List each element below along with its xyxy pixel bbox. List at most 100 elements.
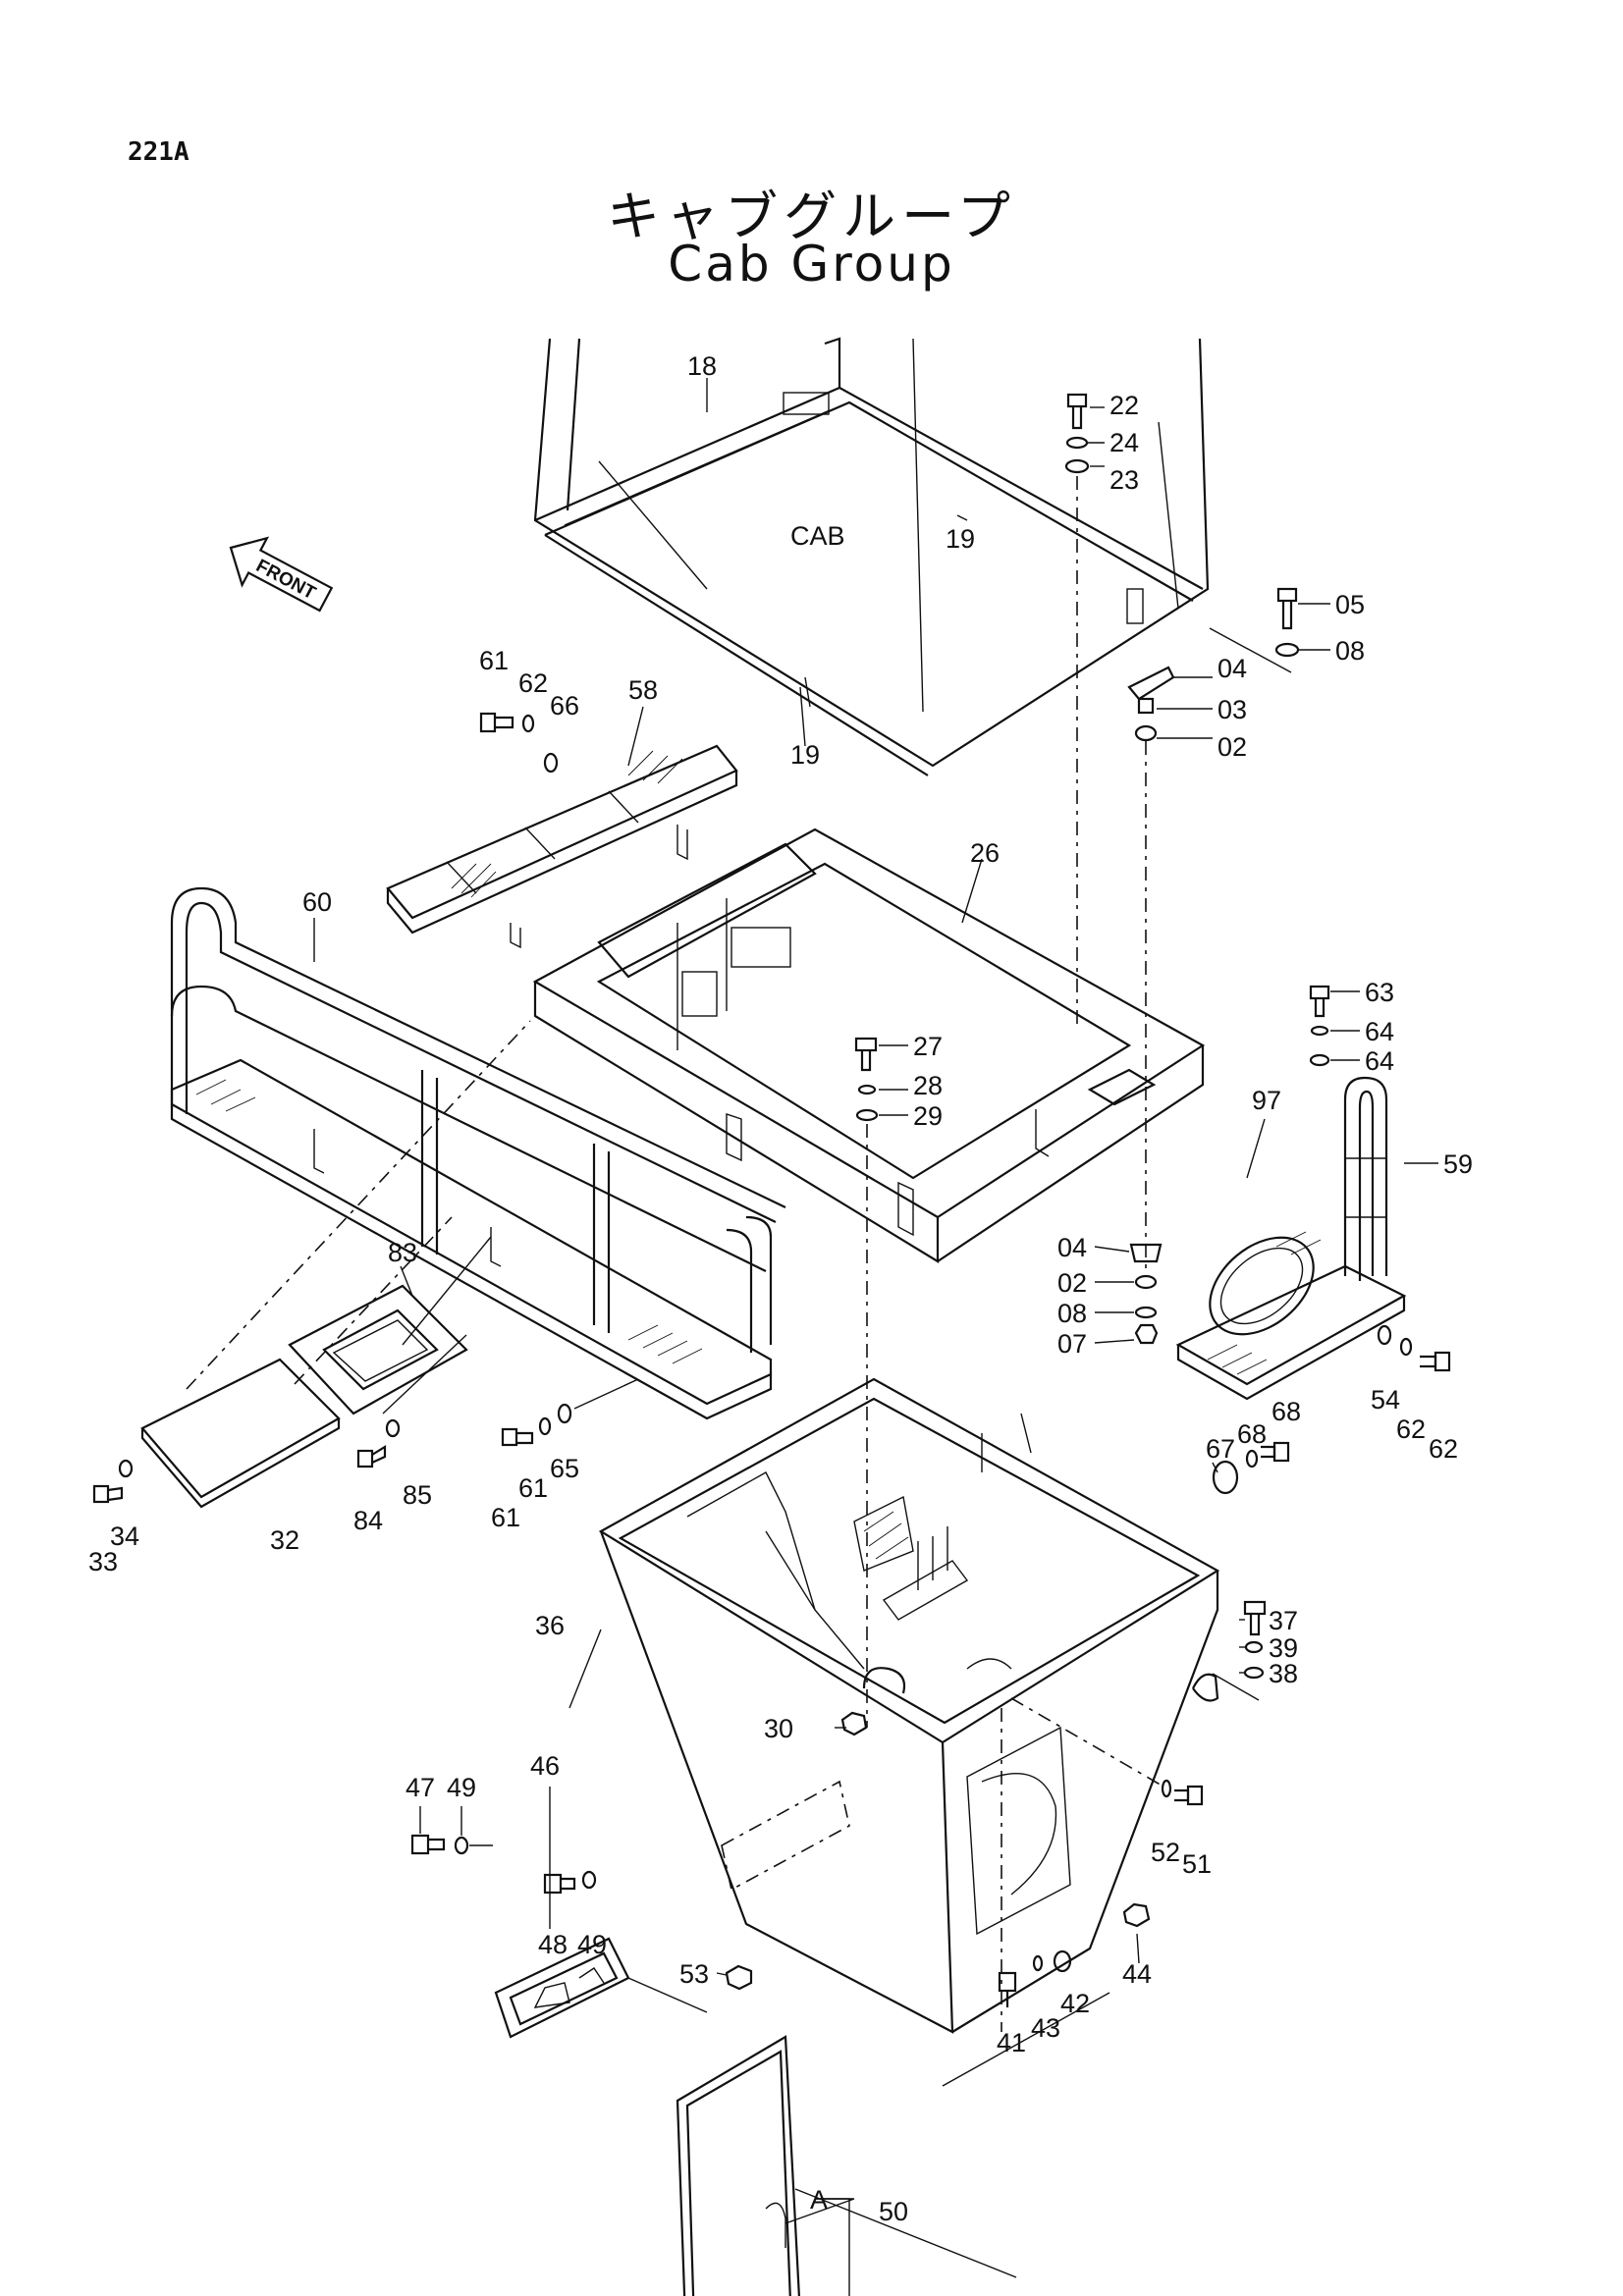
cover-83 (288, 1284, 468, 1415)
part-label: 07 (1057, 1329, 1087, 1359)
cab-label: CAB (790, 521, 845, 551)
part-label: 61 (491, 1503, 520, 1532)
washer-62-middle-icon (538, 1416, 552, 1436)
part-label: 41 (997, 2028, 1026, 2057)
bracket-04-icon (1127, 666, 1175, 701)
washer-64-right-icon (1309, 1053, 1330, 1067)
part-label: 44 (1122, 1959, 1152, 1989)
washer-39-icon (1244, 1640, 1264, 1654)
part-label: 32 (270, 1525, 299, 1555)
part-label: 30 (764, 1714, 793, 1743)
washer-24-icon (1065, 436, 1089, 450)
seal-97-icon (1209, 1236, 1315, 1336)
window-46 (494, 1937, 708, 2039)
part-label: 68 (1271, 1397, 1301, 1426)
bolt-27-icon (854, 1037, 878, 1072)
cab-base-36 (598, 1377, 1220, 2034)
part-label: 58 (628, 675, 658, 705)
part-label: 18 (687, 351, 717, 381)
washer-08-lower-icon (1134, 1306, 1158, 1319)
part-label: 85 (403, 1480, 432, 1510)
washer-64-middle-icon (557, 1403, 572, 1424)
washer-42-icon (1053, 1949, 1072, 1973)
part-label: 02 (1057, 1268, 1087, 1298)
part-label: 04 (1217, 654, 1247, 683)
part-label: 19 (790, 740, 820, 770)
door-50 (676, 2035, 800, 2296)
collar-03-icon (1137, 697, 1155, 715)
washer-29-icon (855, 1108, 879, 1122)
part-label: 24 (1109, 428, 1139, 457)
bolt-51-icon (1174, 1785, 1204, 1806)
bolt-84-icon (356, 1445, 387, 1468)
part-label: 26 (970, 838, 1000, 868)
nut-44-icon (1122, 1902, 1151, 1928)
part-label: 63 (1365, 978, 1394, 1007)
front-arrow-icon: FRONT (229, 536, 334, 613)
cover-32 (140, 1358, 341, 1509)
title-english: Cab Group (668, 236, 955, 293)
part-label: 68 (1237, 1419, 1267, 1449)
bracket-04-lower-icon (1129, 1243, 1163, 1263)
part-label: 53 (679, 1959, 709, 1989)
part-label: 23 (1109, 465, 1139, 495)
part-label: 08 (1057, 1299, 1087, 1328)
washer-65-icon (1310, 1025, 1329, 1037)
bolt-22-icon (1066, 393, 1088, 430)
bolt-63-icon (1309, 985, 1330, 1018)
part-label: 27 (913, 1032, 943, 1061)
part-label: 39 (1269, 1633, 1298, 1663)
cab-body (533, 337, 1210, 776)
detail-a-label: A (810, 2185, 828, 2215)
part-label: 64 (1365, 1017, 1394, 1046)
washer-23-icon (1064, 458, 1090, 474)
washer-08-icon (1274, 642, 1300, 658)
page-code: 221A (128, 137, 189, 167)
part-label: 02 (1217, 732, 1247, 762)
part-label: 67 (1206, 1434, 1235, 1464)
part-label: 37 (1269, 1606, 1298, 1635)
part-label: 33 (88, 1547, 118, 1576)
washer-52-icon (1161, 1779, 1172, 1798)
part-label: 97 (1252, 1086, 1281, 1115)
part-label: 84 (353, 1506, 383, 1535)
part-label: 48 (538, 1930, 568, 1959)
part-label: 36 (535, 1611, 565, 1640)
washer-62-upper-icon (521, 714, 535, 733)
plate-66-icon (1212, 1460, 1239, 1495)
part-label: 52 (1151, 1838, 1180, 1867)
washer-68-icon (1245, 1449, 1259, 1468)
part-label: 04 (1057, 1233, 1087, 1262)
bolt-47-icon (410, 1834, 446, 1855)
part-label: 64 (1365, 1046, 1394, 1076)
part-label: 38 (1269, 1659, 1298, 1688)
part-label: 28 (913, 1071, 943, 1100)
part-label: 61 (518, 1473, 548, 1503)
part-label: 19 (946, 524, 975, 554)
part-label: 42 (1060, 1989, 1090, 2018)
part-label: 60 (302, 887, 332, 917)
part-label: 22 (1109, 391, 1139, 420)
leader-lines (313, 378, 1438, 2296)
part-label: 43 (1031, 2013, 1060, 2043)
nut-07-icon (1134, 1323, 1159, 1345)
part-label: 61 (479, 646, 509, 675)
bolt-48-icon (543, 1873, 576, 1895)
bolt-61-right-icon (1420, 1351, 1451, 1372)
part-label: 50 (879, 2197, 908, 2226)
bolt-37-icon (1243, 1600, 1267, 1636)
washer-43-icon (1032, 1954, 1044, 1972)
washer-38-icon (1243, 1666, 1265, 1680)
part-label: 62 (1429, 1434, 1458, 1464)
part-label: 49 (577, 1930, 607, 1959)
washer-49-upper-icon (454, 1836, 469, 1855)
bolt-61-upper-icon (479, 712, 514, 733)
part-label: 08 (1335, 636, 1365, 666)
washer-49-lower-icon (581, 1870, 597, 1890)
part-label: 05 (1335, 590, 1365, 619)
part-label: 29 (913, 1101, 943, 1131)
part-labels: 18 19 19 22 24 23 05 08 04 03 02 61 62 6… (88, 351, 1473, 2226)
part-label: 54 (1371, 1385, 1400, 1415)
part-label: 51 (1182, 1849, 1212, 1879)
